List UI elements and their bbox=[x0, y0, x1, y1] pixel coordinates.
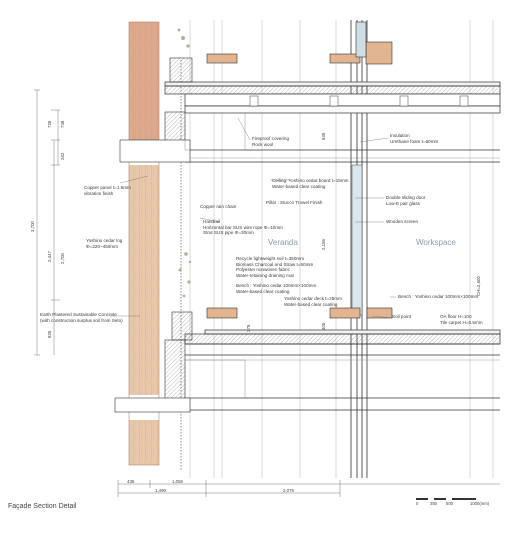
dim-bottom-1: 435 bbox=[127, 479, 135, 484]
dim-bottom-4: 2,075 bbox=[283, 488, 294, 493]
scale-tick-500: 500 bbox=[446, 501, 453, 506]
dim-left-1: 3,700 bbox=[30, 221, 35, 232]
dim-mid-4: 375 bbox=[246, 324, 251, 332]
scale-tick-250: 250 bbox=[430, 501, 437, 506]
cedar-log-bottom bbox=[129, 420, 159, 465]
dim-left-3: 2,700 bbox=[60, 253, 65, 264]
note-pillar: Pillar : Stucco Trowel Finish bbox=[266, 200, 323, 205]
lower-planter bbox=[171, 311, 193, 341]
cedar-log-middle bbox=[129, 165, 159, 395]
dim-bottom-3: 1,490 bbox=[155, 488, 166, 493]
scale-tick-1000: 1000(mm) bbox=[470, 501, 490, 506]
note-wooden-screen: Wooden screen bbox=[386, 219, 419, 224]
note-earth-plaster: Earth Plastered Sustainable Concrete(wit… bbox=[40, 312, 123, 323]
dim-mid-2: 2,155 bbox=[321, 239, 326, 250]
room-label-workspace: Workspace bbox=[416, 238, 456, 247]
dim-right-1: CH=2,600 bbox=[476, 276, 481, 296]
dim-left-2: 2,447 bbox=[47, 251, 52, 262]
note-rain-chain: Copper rain chain bbox=[200, 204, 237, 209]
note-bench-work: Bench : Yoshino cedar 100mm×100mm bbox=[398, 294, 479, 299]
scale-bar: 0 250 500 1000(mm) bbox=[416, 498, 494, 512]
dim-mid-1: 835 bbox=[321, 132, 326, 140]
lower-slab bbox=[184, 329, 501, 411]
dim-mid-3: 405 bbox=[321, 322, 326, 330]
workspace-bench bbox=[366, 307, 393, 319]
double-sliding-door bbox=[351, 164, 363, 316]
note-soil-point: Soil point bbox=[392, 314, 411, 319]
upper-bench bbox=[206, 53, 238, 64]
room-label-veranda: Veranda bbox=[268, 238, 298, 247]
dim-left-7: 738 bbox=[60, 120, 65, 128]
veranda-bench bbox=[206, 307, 238, 319]
upper-slab bbox=[164, 81, 501, 163]
dim-left-5: 262 bbox=[60, 152, 65, 160]
scale-tick-0: 0 bbox=[416, 501, 419, 506]
dim-bottom-2: 1,055 bbox=[172, 479, 183, 484]
dim-left-4: 825 bbox=[47, 330, 52, 338]
dim-left-6: 728 bbox=[47, 120, 52, 128]
drawing-title: Façade Section Detail bbox=[8, 503, 77, 510]
